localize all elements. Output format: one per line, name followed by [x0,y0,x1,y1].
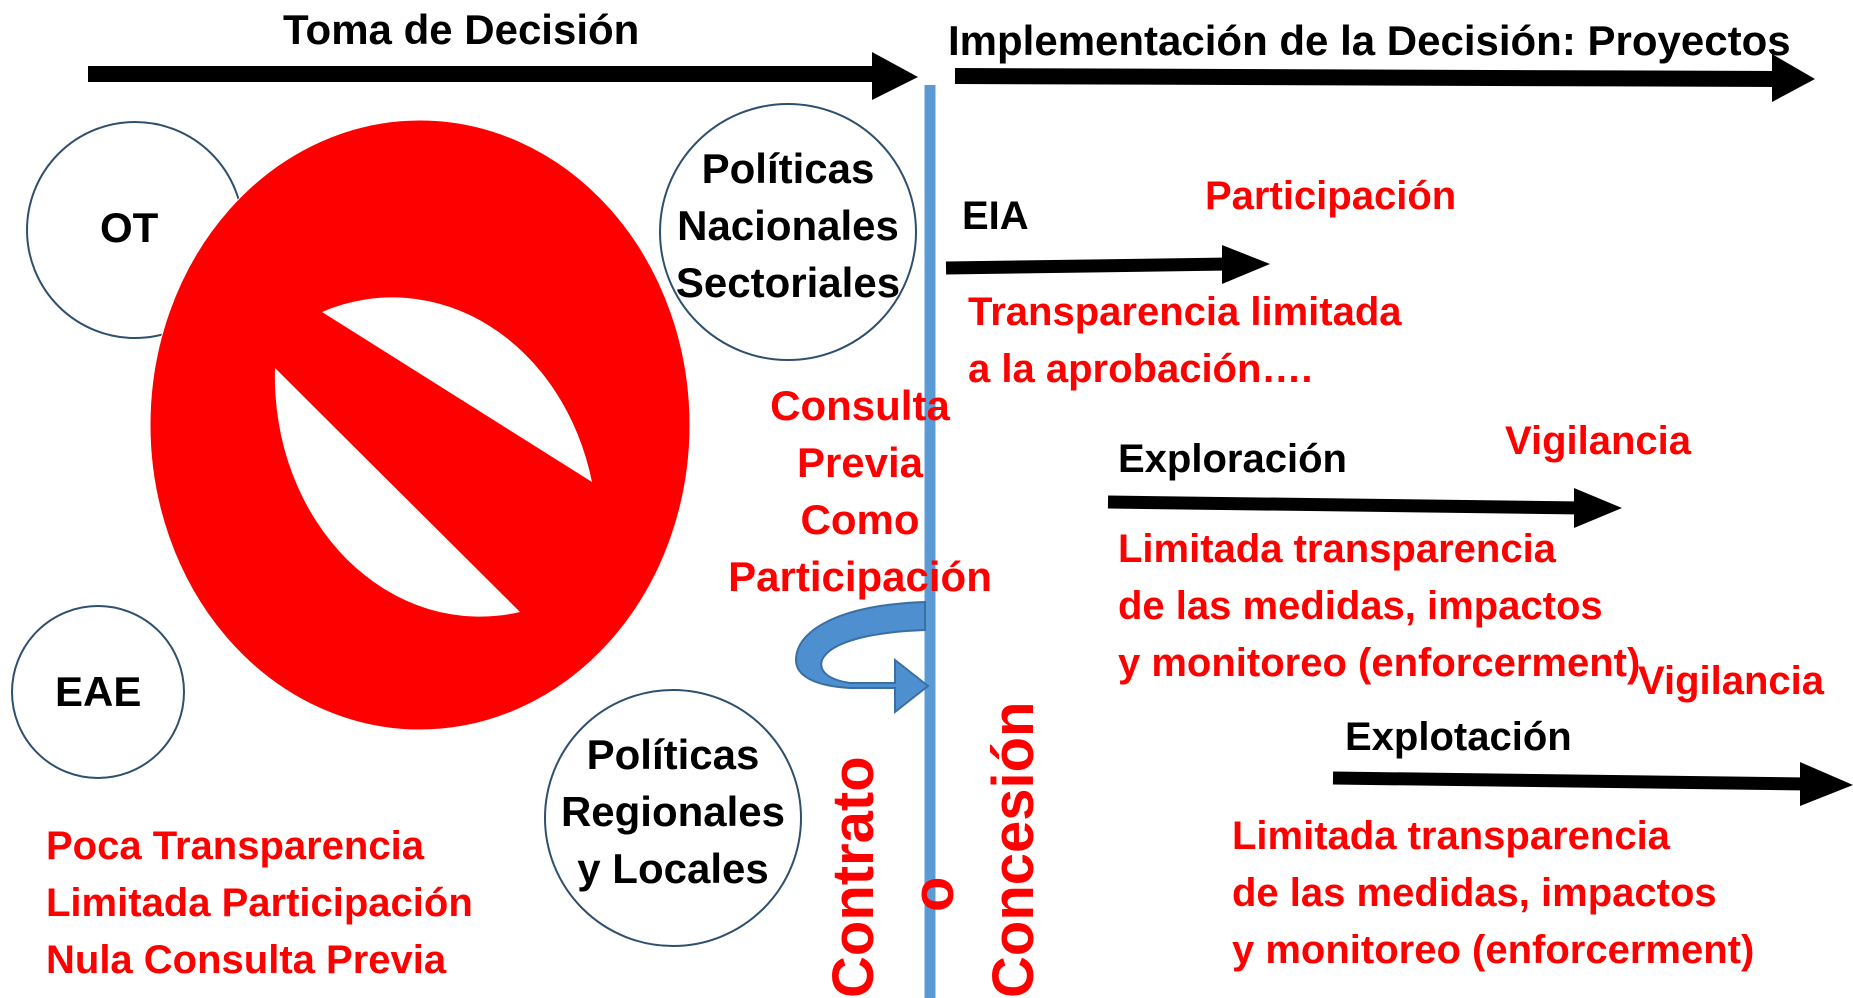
politicas-nacionales-line-2: Nacionales [677,202,899,249]
explotacion-note-2: de las medidas, impactos [1232,871,1717,915]
consulta-line-4: Participación [728,553,992,600]
explotacion-vigilancia: Vigilancia [1638,659,1825,703]
left-note-2: Limitada Participación [46,881,473,925]
eia-transparencia-line-1: Transparencia limitada [968,290,1402,334]
politicas-regionales-line-2: Regionales [560,788,786,835]
politicas-regionales-line-3: y Locales [577,845,769,892]
explotacion-label: Explotación [1345,715,1572,759]
curved-arrow-icon [794,600,930,715]
exploracion-vigilancia: Vigilancia [1505,419,1692,463]
left-note-1: Poca Transparencia [46,824,424,868]
politicas-regionales-line-1: Políticas [586,731,760,778]
eia-label: EIA [962,194,1029,238]
eia-transparencia-line-2: a la aprobación…. [968,347,1313,391]
explotacion-arrow [1332,762,1853,806]
decision-arrow [88,52,918,100]
decision-title: Toma de Decisión [283,6,640,53]
consulta-line-2: Previa [796,439,924,486]
politicas-regionales-circle [544,689,802,947]
implementation-title: Implementación de la Decisión: Proyectos [948,17,1791,64]
exploracion-arrow [1107,488,1622,528]
consulta-line-1: Consulta [770,382,950,429]
concesion-label: Concesión [981,701,1046,998]
eia-participacion: Participación [1205,174,1457,218]
exploracion-label: Exploración [1118,437,1347,481]
eae-circle [11,605,185,779]
exploracion-note-1: Limitada transparencia [1118,527,1556,571]
eia-arrow [945,245,1270,284]
consulta-line-3: Como [800,496,920,543]
exploracion-note-2: de las medidas, impactos [1118,584,1603,628]
politicas-nacionales-line-1: Políticas [701,145,875,192]
explotacion-note-3: y monitoreo (enforcerment) [1232,928,1755,972]
o-label: o [901,876,966,912]
exploracion-note-3: y monitoreo (enforcerment) [1118,641,1641,685]
implementation-arrow [954,54,1815,102]
politicas-nacionales-circle [659,103,917,361]
contrato-label: Contrato [821,756,886,998]
explotacion-note-1: Limitada transparencia [1232,814,1670,858]
eae-label: EAE [55,668,142,715]
prohibition-icon [149,119,691,731]
ot-label: OT [100,204,159,251]
politicas-nacionales-line-3: Sectoriales [675,259,901,306]
left-note-3: Nula Consulta Previa [46,938,447,982]
